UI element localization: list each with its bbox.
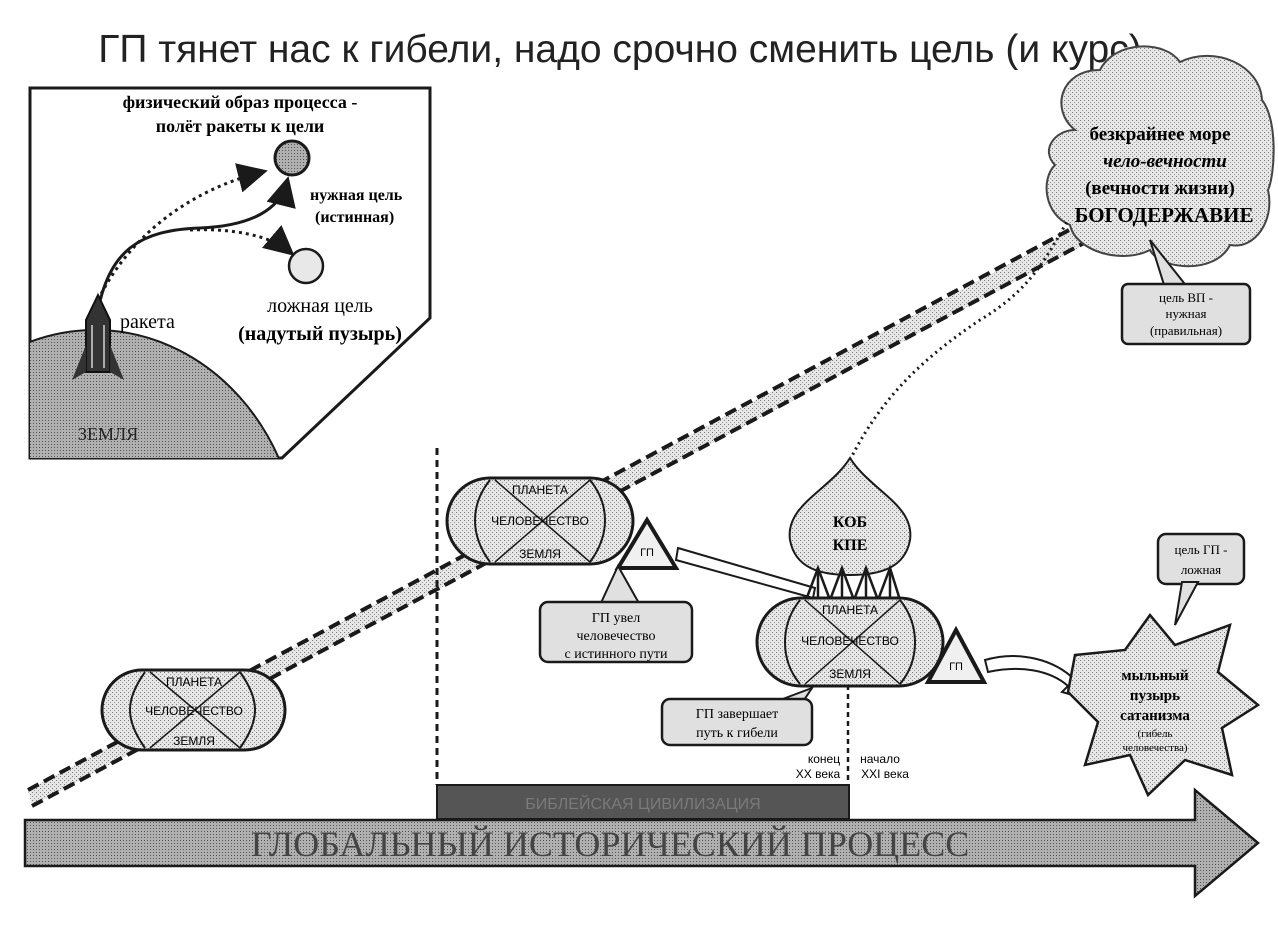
bubble-line-1: мыльный <box>1121 668 1189 684</box>
rocket-icon <box>72 292 124 380</box>
callout-led-3: с истинного пути <box>564 647 668 662</box>
century-start-2: XXI века <box>861 767 909 781</box>
rocket-label: ракета <box>120 311 175 333</box>
global-process-arrow: ГЛОБАЛЬНЫЙ ИСТОРИЧЕСКИЙ ПРОЦЕСС <box>23 787 1260 899</box>
page-title: ГП тянет нас к гибели, надо срочно смени… <box>98 28 1141 71</box>
inset-heading-2: полёт ракеты к цели <box>156 116 325 136</box>
callout-vp-1: цель ВП - <box>1159 290 1213 305</box>
kob-dome: КОБ КПЕ <box>788 456 912 610</box>
callout-end-1: ГП завершает <box>696 707 779 722</box>
babylon-label: БИБЛЕЙСКАЯ ЦИВИЛИЗАЦИЯ <box>525 794 760 813</box>
century-end-2: XX века <box>796 767 841 781</box>
triad-center-top: ПЛАНЕТА <box>512 483 568 497</box>
bubble-line-3: сатанизма <box>1120 708 1190 724</box>
rocket-path-true <box>96 176 296 311</box>
earth-label: ЗЕМЛЯ <box>78 424 138 444</box>
eternity-line-4: БОГОДЕРЖАВИЕ <box>1074 203 1253 227</box>
triad-right-top: ПЛАНЕТА <box>822 603 878 617</box>
triad-right-bottom: ЗЕМЛЯ <box>829 667 871 681</box>
kob-line-2: КПЕ <box>833 537 868 554</box>
callout-gp-led: ГП увел человечество с истинного пути <box>538 563 694 664</box>
bubble-line-4: (гибель <box>1138 728 1173 740</box>
triad-right-middle: ЧЕЛОВЕЧЕСТВО <box>801 634 899 648</box>
babylon-civilization-bar: БИБЛЕЙСКАЯ ЦИВИЛИЗАЦИЯ <box>436 784 850 820</box>
rocket-path-false <box>189 225 295 256</box>
gp-marker-2: ГП <box>924 625 988 684</box>
intended-path <box>96 163 268 301</box>
eternity-line-3: (вечности жизни) <box>1085 178 1235 199</box>
false-goal-label-2: (надутый пузырь) <box>238 323 402 345</box>
true-goal-label-1: нужная цель <box>310 187 403 204</box>
triad-center-middle: ЧЕЛОВЕЧЕСТВО <box>491 514 589 528</box>
inset-heading-1: физический образ процесса - <box>123 92 358 112</box>
eternity-cloud: безкрайнее море чело-вечности (вечности … <box>1045 45 1275 268</box>
callout-led-2: человечество <box>576 629 655 644</box>
century-start-1: начало <box>860 752 900 766</box>
gp-marker-1-label: ГП <box>640 547 654 559</box>
triad-left-middle: ЧЕЛОВЕЧЕСТВО <box>145 704 243 718</box>
callout-vp-2: нужная <box>1166 306 1207 321</box>
triad-center-bottom: ЗЕМЛЯ <box>519 547 561 561</box>
century-end-1: конец <box>808 752 840 766</box>
process-arrow-label: ГЛОБАЛЬНЫЙ ИСТОРИЧЕСКИЙ ПРОЦЕСС <box>251 824 970 864</box>
soap-bubble: мыльный пузырь сатанизма (гибель человеч… <box>1066 612 1261 798</box>
triad-left-top: ПЛАНЕТА <box>166 675 222 689</box>
callout-vp-goal: цель ВП - нужная (правильная) <box>1120 239 1252 346</box>
true-goal-circle <box>273 139 311 177</box>
true-goal-label-2: (истинная) <box>315 209 394 226</box>
inset-panel: физический образ процесса - полёт ракеты… <box>28 86 432 460</box>
gp-marker-1: ГП <box>614 516 680 570</box>
callout-gp-goal: цель ГП - ложная <box>1156 532 1246 626</box>
gp-marker-2-label: ГП <box>949 661 963 673</box>
kob-line-1: КОБ <box>833 514 867 531</box>
triad-right: ПЛАНЕТА ЧЕЛОВЕЧЕСТВО ЗЕМЛЯ <box>755 596 945 688</box>
callout-gp-2: ложная <box>1181 562 1221 577</box>
bubble-line-2: пузырь <box>1130 688 1180 704</box>
bubble-line-5: человечества) <box>1122 742 1187 754</box>
triad-left: ПЛАНЕТА ЧЕЛОВЕЧЕСТВО ЗЕМЛЯ <box>100 668 287 752</box>
false-goal-label-1: ложная цель <box>267 295 373 317</box>
callout-gp-end: ГП завершает путь к гибели <box>660 685 815 747</box>
arrow-center-to-right <box>674 546 817 600</box>
callout-vp-3: (правильная) <box>1150 323 1222 338</box>
triad-left-bottom: ЗЕМЛЯ <box>173 734 215 748</box>
eternity-line-2: чело-вечности <box>1103 151 1227 172</box>
kob-to-eternity-path <box>848 219 1070 461</box>
callout-led-1: ГП увел <box>592 611 640 626</box>
callout-gp-1: цель ГП - <box>1175 542 1228 557</box>
false-goal-circle <box>287 247 325 285</box>
eternity-line-1: безкрайнее море <box>1089 124 1230 145</box>
callout-end-2: путь к гибели <box>696 726 778 741</box>
triad-center: ПЛАНЕТА ЧЕЛОВЕЧЕСТВО ЗЕМЛЯ <box>445 476 635 566</box>
